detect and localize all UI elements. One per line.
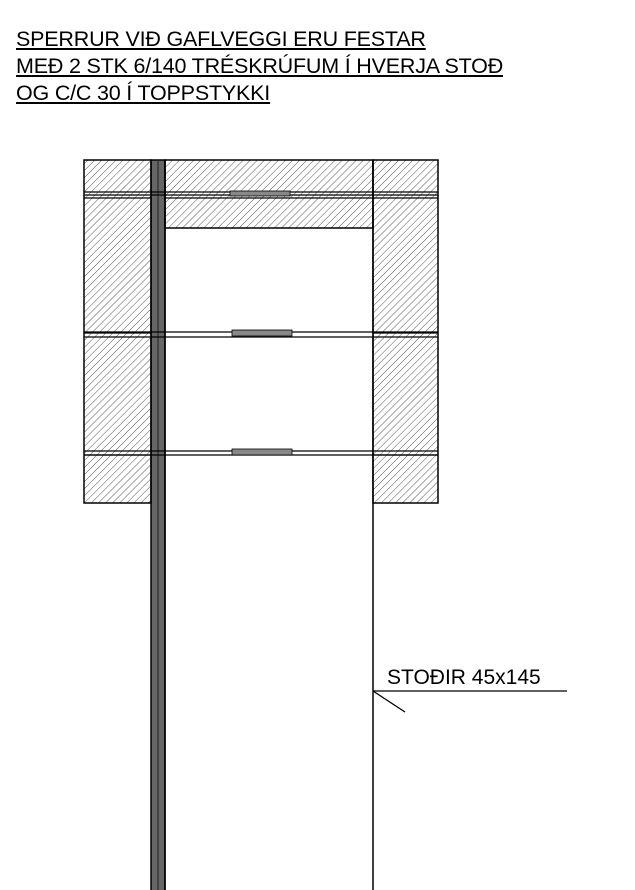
stud-callout-label: STOÐIR 45x145 [387,666,541,689]
stud-posts [150,159,374,890]
stud-callout-leader [372,690,406,713]
note-line-2: MEÐ 2 STK 6/140 TRÉSKRÚFUM Í HVERJA STOÐ [16,54,504,78]
screw-3 [84,448,438,456]
note-line-1: SPERRUR VIÐ GAFLVEGGI ERU FESTAR [16,27,426,51]
construction-note: SPERRUR VIÐ GAFLVEGGI ERU FESTAR MEÐ 2 S… [16,26,503,107]
screws [84,190,438,456]
screw-2 [84,329,438,338]
note-line-3: OG C/C 30 Í TOPPSTYKKI [16,81,271,105]
screw-1 [84,190,438,197]
stud-callout: STOÐIR 45x145 [372,666,567,713]
